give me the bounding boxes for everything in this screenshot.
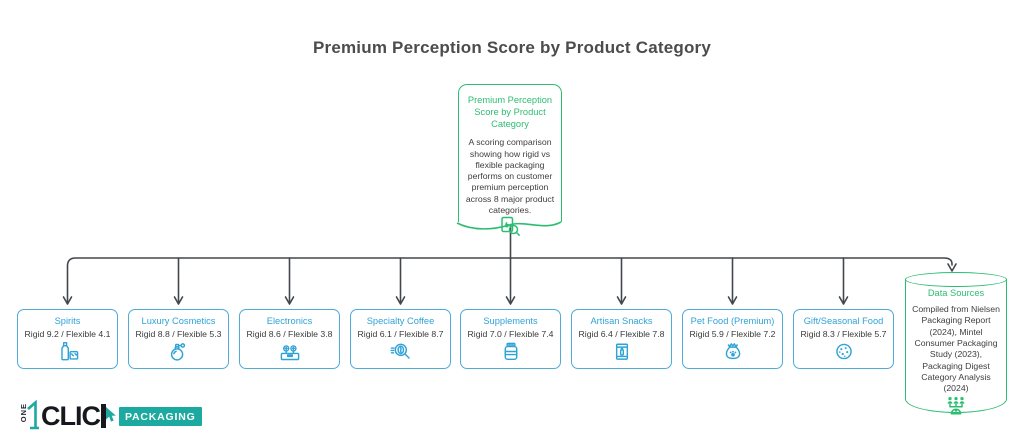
page-title: Premium Perception Score by Product Cate…	[312, 38, 711, 57]
circuit-board-icon	[277, 341, 303, 362]
spirits-bottle-icon	[55, 341, 81, 362]
one-digit-icon	[27, 400, 39, 430]
team-network-icon	[943, 395, 969, 417]
category-label: Electronics	[266, 316, 313, 326]
category-node-artisan-snacks: Artisan Snacks Rigid 6.4 / Flexible 7.8	[571, 309, 672, 369]
category-score: Rigid 8.8 / Flexible 5.3	[135, 328, 222, 339]
category-node-spirits: Spirits Rigid 9.2 / Flexible 4.1	[17, 309, 118, 369]
category-score: Rigid 6.1 / Flexible 8.7	[357, 328, 444, 339]
data-sources-description: Compiled from Nielsen Packaging Report (…	[912, 304, 1000, 394]
cookie-icon	[831, 341, 857, 362]
category-score: Rigid 9.2 / Flexible 4.1	[24, 328, 111, 339]
cylinder-top	[905, 272, 1007, 287]
category-node-specialty-coffee: Specialty Coffee Rigid 6.1 / Flexible 8.…	[350, 309, 451, 369]
category-node-gift-seasonal-food: Gift/Seasonal Food Rigid 8.3 / Flexible …	[793, 309, 894, 369]
pet-food-bag-icon	[720, 341, 746, 362]
category-score: Rigid 7.0 / Flexible 7.4	[467, 328, 554, 339]
root-node: Premium Perception Score by Product Cate…	[457, 84, 562, 237]
logo-click-letters: CLIC	[41, 400, 101, 431]
category-label: Spirits	[54, 316, 81, 326]
logo-packaging-badge: PACKAGING	[119, 406, 202, 426]
category-score: Rigid 6.4 / Flexible 7.8	[578, 328, 665, 339]
category-node-supplements: Supplements Rigid 7.0 / Flexible 7.4	[460, 309, 561, 369]
category-label: Supplements	[483, 316, 538, 326]
category-label: Pet Food (Premium)	[690, 316, 775, 326]
logo-k-bar	[101, 404, 106, 428]
category-label: Artisan Snacks	[590, 316, 653, 326]
category-label: Specialty Coffee	[366, 316, 435, 326]
root-node-title: Premium Perception Score by Product Cate…	[467, 95, 553, 130]
brand-logo: ONE CLIC PACKAGING	[19, 397, 202, 435]
data-sources-node: Data Sources Compiled from Nielsen Packa…	[905, 272, 1007, 415]
perfume-bottle-icon	[166, 341, 192, 362]
category-label: Gift/Seasonal Food	[803, 316, 884, 326]
snack-bag-icon	[609, 341, 635, 362]
cursor-icon	[106, 407, 116, 422]
root-node-description: A scoring comparison showing how rigid v…	[465, 137, 555, 216]
category-node-pet-food: Pet Food (Premium) Rigid 5.9 / Flexible …	[682, 309, 783, 369]
category-score: Rigid 5.9 / Flexible 7.2	[689, 328, 776, 339]
logo-k-mark	[101, 403, 116, 429]
category-node-luxury-cosmetics: Luxury Cosmetics Rigid 8.8 / Flexible 5.…	[128, 309, 229, 369]
logo-one-mark: ONE	[19, 399, 40, 433]
category-label: Luxury Cosmetics	[141, 316, 216, 326]
document-wave-edge	[457, 221, 562, 230]
supplement-jar-icon	[498, 341, 524, 362]
category-score: Rigid 8.6 / Flexible 3.8	[246, 328, 333, 339]
data-sources-title: Data Sources	[927, 288, 985, 298]
logo-click-text: CLIC	[41, 400, 116, 431]
category-score: Rigid 8.3 / Flexible 5.7	[800, 328, 887, 339]
cylinder-body	[905, 279, 1007, 413]
category-node-electronics: Electronics Rigid 8.6 / Flexible 3.8	[239, 309, 340, 369]
coffee-magnifier-icon	[388, 341, 414, 362]
